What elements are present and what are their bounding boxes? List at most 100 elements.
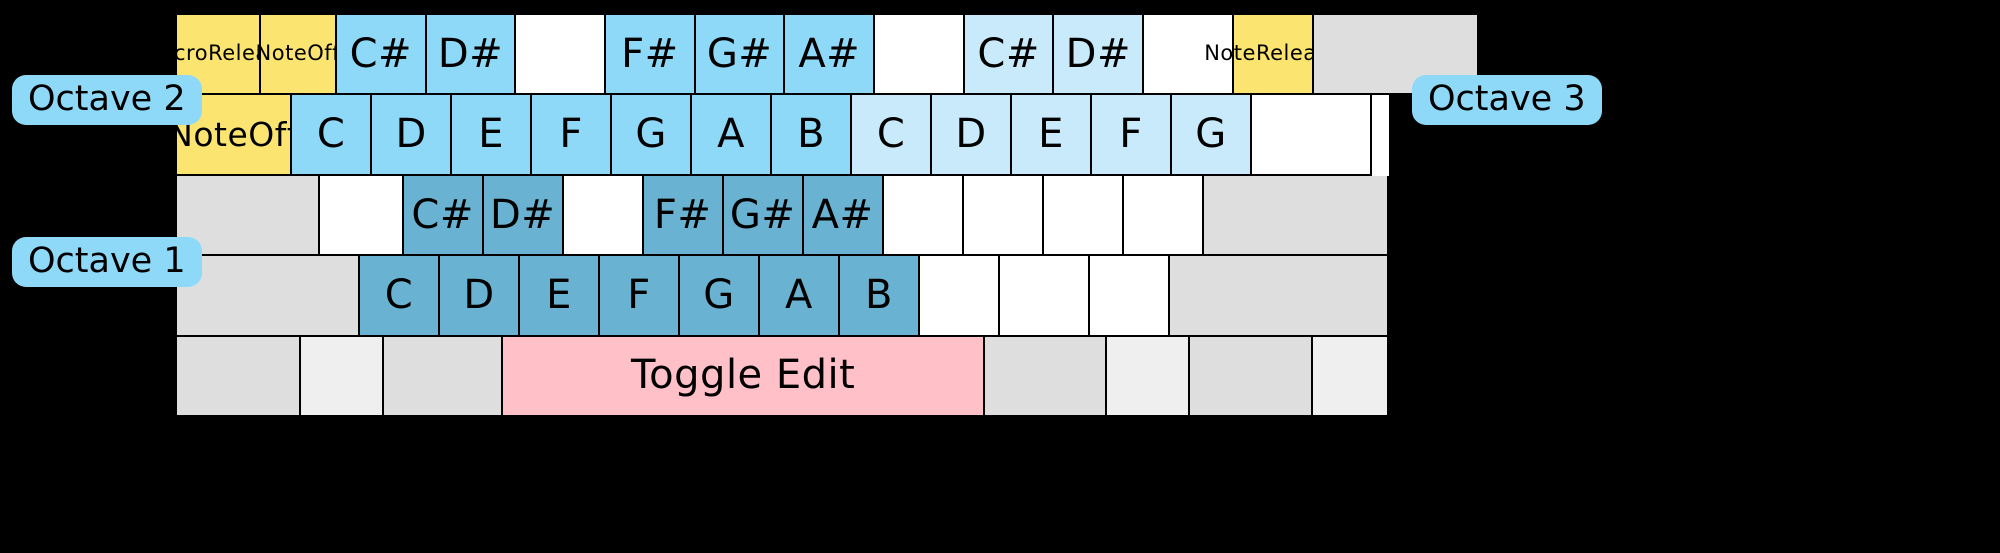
key-zxcv-row-2-d[interactable]: D xyxy=(440,256,520,337)
key-label-line: C# xyxy=(411,191,474,238)
key-zxcv-row-3-e[interactable]: E xyxy=(519,256,600,337)
key-number-row-5-fsharp[interactable]: F# xyxy=(606,15,696,96)
key-zxcv-row-7-b[interactable]: B xyxy=(839,256,920,337)
key-zxcv-row-4-f[interactable]: F xyxy=(599,256,680,337)
key-label-line: C xyxy=(384,271,414,318)
key-space-row-3-toggle-edit[interactable]: Toggle Edit xyxy=(503,336,986,417)
key-number-row-10-dsharp[interactable]: D# xyxy=(1054,15,1145,96)
key-label-line: A# xyxy=(798,30,861,77)
key-label-line: B xyxy=(864,271,893,318)
key-asdf-row-0-blank xyxy=(177,175,321,257)
key-label-line: C xyxy=(876,111,906,158)
key-label-line: D# xyxy=(1065,30,1131,77)
key-label-line: F xyxy=(627,271,651,318)
key-qwerty-row-7-b[interactable]: B xyxy=(772,95,853,176)
key-space-row-0-blank xyxy=(177,336,301,417)
key-label-line: F xyxy=(559,111,583,158)
octave-1-label: Octave 1 xyxy=(12,237,202,288)
key-label-line: G xyxy=(1195,111,1227,158)
octave-2-label: Octave 2 xyxy=(12,75,202,126)
key-label-line: G xyxy=(635,111,667,158)
key-label-line: G# xyxy=(729,191,796,238)
key-asdf-row-11-blank xyxy=(1123,175,1204,257)
key-label-line: Off xyxy=(248,114,299,154)
keyboard-row-space-row: Toggle Edit xyxy=(177,336,1389,417)
key-label-line: B xyxy=(797,111,826,158)
key-asdf-row-8-blank xyxy=(883,175,964,257)
key-label-line: Note xyxy=(1204,41,1256,66)
key-label-line: Macro xyxy=(142,41,209,66)
key-zxcv-row-9-blank xyxy=(999,256,1090,337)
key-label-line: D# xyxy=(437,30,504,77)
key-qwerty-row-11-f[interactable]: F xyxy=(1092,95,1173,176)
key-zxcv-row-1-c[interactable]: C xyxy=(360,256,440,337)
key-qwerty-row-4-f[interactable]: F xyxy=(532,95,613,176)
key-qwerty-row-9-d[interactable]: D xyxy=(932,95,1013,176)
key-number-row-9-csharp[interactable]: C# xyxy=(964,15,1055,96)
key-label-line: F# xyxy=(653,191,712,238)
key-qwerty-row-12-g[interactable]: G xyxy=(1172,95,1253,176)
key-label-line: E xyxy=(478,111,504,158)
key-zxcv-row-11-blank xyxy=(1169,256,1389,337)
key-qwerty-row-8-c[interactable]: C xyxy=(852,95,933,176)
key-label-line: Toggle Edit xyxy=(631,352,856,399)
key-label-line: E xyxy=(546,271,572,318)
key-asdf-row-12-blank xyxy=(1203,175,1389,257)
key-number-row-7-asharp[interactable]: A# xyxy=(785,15,876,96)
key-qwerty-row-2-d[interactable]: D xyxy=(372,95,453,176)
key-number-row-3-dsharp[interactable]: D# xyxy=(426,15,517,96)
key-label-line: C xyxy=(316,111,346,158)
key-asdf-row-3-dsharp[interactable]: D# xyxy=(483,175,564,257)
key-label-line: Note xyxy=(255,41,308,66)
key-label-line: Off xyxy=(307,41,341,66)
key-label-line: C# xyxy=(977,30,1040,77)
key-label-line: D xyxy=(395,111,427,158)
key-label-line: A# xyxy=(811,191,874,238)
key-qwerty-row-6-a[interactable]: A xyxy=(692,95,773,176)
key-number-row-2-csharp[interactable]: C# xyxy=(336,15,427,96)
key-space-row-4-blank xyxy=(985,336,1107,417)
key-qwerty-row-5-g[interactable]: G xyxy=(612,95,693,176)
key-asdf-row-2-csharp[interactable]: C# xyxy=(403,175,484,257)
key-label-line: F# xyxy=(621,30,679,77)
key-zxcv-row-6-a[interactable]: A xyxy=(759,256,840,337)
key-asdf-row-4-blank xyxy=(563,175,644,257)
key-label-line: G xyxy=(703,271,735,318)
key-label-line: D xyxy=(955,111,987,158)
key-space-row-6-blank xyxy=(1190,336,1313,417)
keyboard-row-asdf-row: C# D# F# G# A# xyxy=(177,175,1389,257)
key-asdf-row-6-gsharp[interactable]: G# xyxy=(723,175,804,257)
key-label-line: C# xyxy=(349,30,413,77)
key-label-line: D xyxy=(463,271,495,318)
key-label-line: D# xyxy=(489,191,556,238)
key-zxcv-row-10-blank xyxy=(1089,256,1170,337)
key-space-row-1-blank xyxy=(300,336,385,417)
key-zxcv-row-0-blank xyxy=(177,256,360,337)
key-zxcv-row-5-g[interactable]: G xyxy=(679,256,760,337)
key-qwerty-row-10-e[interactable]: E xyxy=(1012,95,1093,176)
key-space-row-5-blank xyxy=(1106,336,1191,417)
key-label-line: A xyxy=(717,111,746,158)
key-asdf-row-9-blank xyxy=(963,175,1044,257)
key-asdf-row-5-fsharp[interactable]: F# xyxy=(643,175,724,257)
octave-3-label: Octave 3 xyxy=(1412,75,1602,126)
key-number-row-6-gsharp[interactable]: G# xyxy=(695,15,786,96)
key-asdf-row-10-blank xyxy=(1043,175,1124,257)
key-label-line: F xyxy=(1119,111,1143,158)
key-number-row-8-blank xyxy=(875,15,965,96)
key-label-line: A xyxy=(785,271,813,318)
key-space-row-7-blank xyxy=(1312,336,1389,417)
key-qwerty-row-3-e[interactable]: E xyxy=(452,95,533,176)
key-space-row-2-blank xyxy=(384,336,504,417)
key-number-row-11-blank xyxy=(1144,15,1234,96)
key-number-row-4-blank xyxy=(516,15,607,96)
key-asdf-row-1-blank xyxy=(320,175,404,257)
key-asdf-row-7-asharp[interactable]: A# xyxy=(803,175,884,257)
key-qwerty-row-1-c[interactable]: C xyxy=(292,95,373,176)
key-label-line: G# xyxy=(706,30,773,77)
key-label-line: E xyxy=(1038,111,1064,158)
